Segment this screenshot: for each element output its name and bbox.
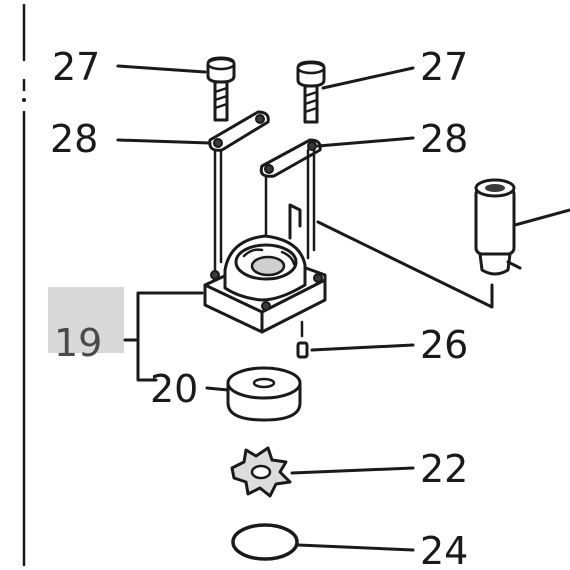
pump-housing-part[interactable] [203, 234, 327, 334]
impeller-part[interactable] [230, 446, 292, 498]
bolt-left-part[interactable] [206, 56, 236, 122]
connector-lines [288, 203, 494, 309]
callout-labels: 27 27 28 28 19 26 20 22 24 [50, 45, 468, 570]
alignment-lines [213, 148, 316, 274]
callout-28-right: 28 [420, 117, 468, 161]
bolt-right-part[interactable] [296, 60, 326, 124]
leader-lines [116, 64, 415, 552]
margin-rule [22, 3, 26, 567]
plate-right-part[interactable] [259, 138, 322, 178]
callout-highlight [48, 287, 124, 353]
callout-22: 22 [420, 447, 468, 491]
gasket-part[interactable] [231, 523, 299, 561]
pin-part[interactable] [296, 341, 309, 359]
plate-left-part[interactable] [208, 110, 270, 152]
callout-19: 19 [54, 321, 102, 365]
callout-27-right: 27 [420, 45, 468, 89]
insert-part[interactable] [226, 366, 302, 422]
callout-24: 24 [420, 529, 468, 570]
callout-27-left: 27 [52, 45, 100, 89]
callout-20: 20 [150, 367, 198, 411]
callout-28-left: 28 [50, 117, 98, 161]
callout-26: 26 [420, 323, 468, 367]
tube-part[interactable] [474, 178, 570, 276]
